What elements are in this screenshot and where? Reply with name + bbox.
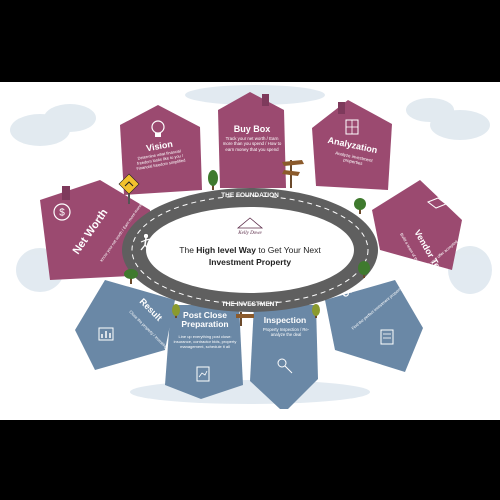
step-text: Track your net worth / Earn more than yo… (222, 136, 282, 152)
house-shape (120, 105, 202, 195)
house-shape (218, 92, 286, 188)
step-title: Vision (145, 139, 173, 154)
house-icon (236, 217, 264, 229)
label-investment: THE INVESTMENT (222, 301, 279, 308)
house-shape (312, 100, 392, 190)
tree (208, 170, 218, 190)
center-title-line2: Investment Property (209, 257, 291, 267)
step-post-close: Post Close Preparation Line up everythin… (165, 305, 243, 399)
road-center (146, 207, 354, 293)
step-title: Buy Box (234, 124, 271, 134)
step-text: Line up everything post close: insurance… (173, 335, 237, 349)
house-shape (75, 280, 175, 370)
house-shape (250, 305, 318, 409)
logo-text: Kelly Dowe (237, 231, 262, 236)
title-bold: High level Way (196, 245, 256, 255)
step-title: Inspection (264, 315, 307, 325)
label-foundation: THE FOUNDATION (221, 192, 279, 199)
svg-text:$: $ (59, 208, 65, 219)
road-track (122, 188, 378, 312)
chart-icon (98, 327, 114, 341)
chimney (338, 102, 345, 114)
step-text-box: Property Inspection / Re-analyze the dea… (262, 327, 310, 338)
trees (124, 170, 370, 318)
center-title-block: Kelly Dowe The High level Way to Get You… (179, 217, 321, 267)
calculator-icon (345, 119, 359, 135)
step-analyzation: Analyzation Analyze investment propertie… (312, 100, 392, 190)
step-title-box: Post Close Preparation (181, 311, 229, 330)
house-shape (165, 305, 243, 399)
step-vision: Vision Determine what financial freedom … (120, 105, 202, 195)
tree (354, 198, 366, 214)
tree (312, 304, 320, 318)
street-sign (282, 160, 304, 188)
fence-sign (236, 312, 254, 326)
chimney (62, 186, 70, 200)
house-shape (325, 280, 423, 372)
tree (172, 304, 180, 318)
lightbulb-icon (151, 120, 165, 137)
handshake-icon (426, 197, 448, 209)
runner-figure (140, 233, 152, 251)
title-prefix: The (179, 245, 196, 255)
center-title-line1: The High level Way to Get Your Next (179, 245, 321, 255)
chimney (262, 94, 269, 106)
tree (124, 269, 138, 284)
dollar-icon: $ (53, 203, 71, 221)
step-text: Property Inspection / Re-analyze the dea… (262, 327, 310, 338)
step-buy-box: Buy Box Track your net worth / Earn more… (218, 92, 286, 188)
key-icon (277, 358, 293, 374)
title-suffix: to Get Your Next (256, 245, 321, 255)
clipboard-icon (196, 366, 210, 382)
house-shape (372, 180, 462, 270)
contract-icon (380, 329, 394, 345)
warning-sign (118, 173, 140, 204)
step-text-box: Line up everything post close: insurance… (173, 335, 237, 349)
step-inspection: Inspection Property Inspection / Re-anal… (250, 305, 318, 409)
step-title: Post Close Preparation (181, 311, 229, 330)
road-lane-marking (131, 195, 369, 305)
step-text-box: Track your net worth / Earn more than yo… (222, 136, 282, 152)
tree (358, 261, 370, 278)
